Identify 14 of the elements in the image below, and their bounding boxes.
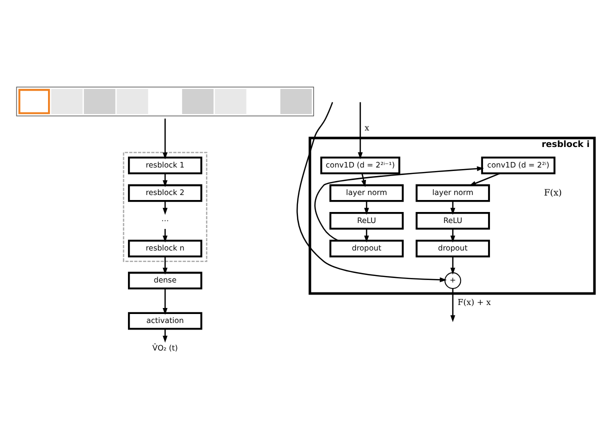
arrow: [450, 288, 456, 322]
arrow: [450, 228, 456, 242]
arrow: [162, 118, 168, 159]
arrow: [162, 288, 168, 314]
arrow: [450, 256, 456, 274]
arrow: [450, 200, 456, 214]
arrow: [314, 166, 484, 241]
edge-label: F(x) + x: [458, 296, 491, 307]
arrow: [358, 102, 363, 159]
arrow: [296, 102, 447, 282]
arrow: [162, 256, 168, 274]
arrow: [469, 172, 500, 186]
label: F(x): [544, 188, 562, 198]
edge-label: x: [364, 122, 370, 132]
